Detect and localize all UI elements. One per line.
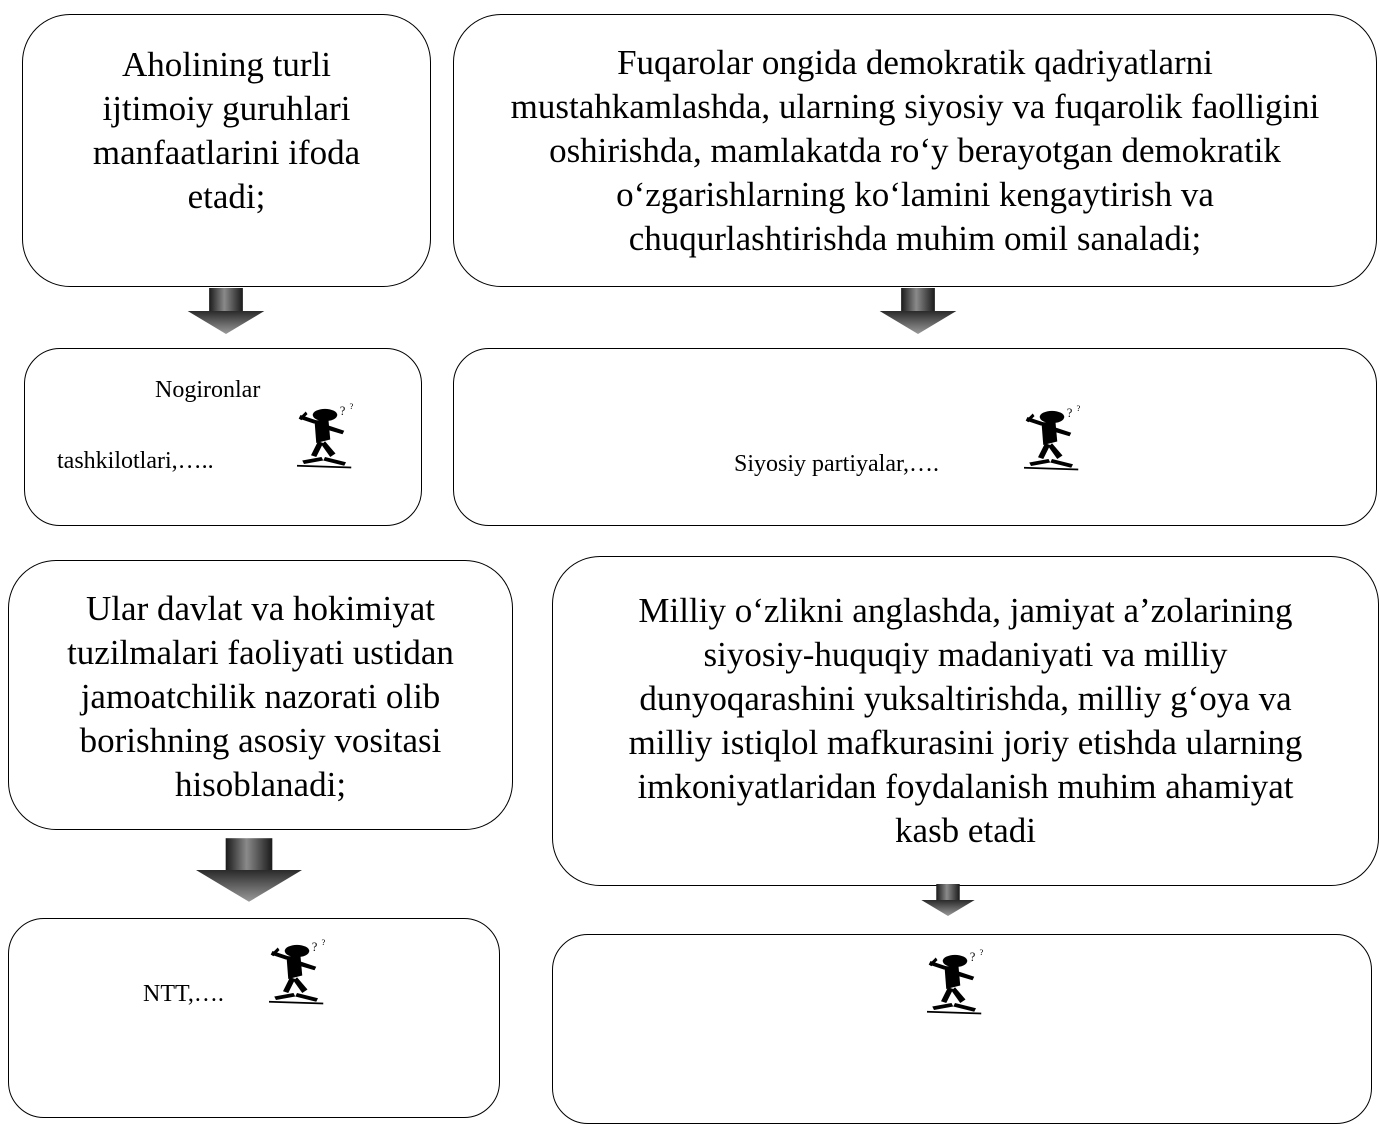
statement-line: ijtimoiy guruhlari [102,89,351,128]
statement-line: mustahkamlashda, ularning siyosiy va fuq… [510,87,1320,126]
down-arrow-icon [869,288,967,334]
statement-line: Milliy o‘zlikni anglashda, jamiyat a’zol… [638,591,1293,630]
statement-line: Fuqarolar ongida demokratik qadriyatlarn… [617,43,1213,82]
example-label: Siyosiy partiyalar,…. [734,451,940,477]
top-left-statement-box: Aholining turli ijtimoiy guruhlari manfa… [22,14,431,287]
thinking-man-icon [917,947,993,1017]
bottom-left-statement: Ular davlat va hokimiyat tuzilmalari fao… [9,587,512,807]
statement-line: kasb etadi [895,811,1036,850]
statement-line: Ular davlat va hokimiyat [86,589,435,628]
statement-line: jamoatchilik nazorati olib [80,677,441,716]
example-label-line1: Nogironlar [155,377,261,403]
statement-line: chuqurlashtirishda muhim omil sanaladi; [628,219,1202,258]
example-label-line2: tashkilotlari,….. [57,448,214,474]
statement-line: o‘zgarishlarning ko‘lamini kengaytirish … [616,175,1214,214]
statement-line: imkoniyatlaridan foydalanish muhim ahami… [637,767,1294,806]
top-right-example-box: Siyosiy partiyalar,…. [453,348,1377,526]
down-arrow-icon [196,830,302,910]
bottom-right-example-box [552,934,1372,1124]
statement-line: tuzilmalari faoliyati ustidan [67,633,454,672]
thinking-man-icon [287,401,363,471]
top-right-statement: Fuqarolar ongida demokratik qadriyatlarn… [454,41,1376,261]
thinking-man-icon [1014,403,1090,473]
top-left-example-box: Nogironlar tashkilotlari,….. [24,348,422,526]
top-right-statement-box: Fuqarolar ongida demokratik qadriyatlarn… [453,14,1377,287]
statement-line: etadi; [187,177,266,216]
bottom-left-statement-box: Ular davlat va hokimiyat tuzilmalari fao… [8,560,513,830]
statement-line: hisoblanadi; [174,765,347,804]
statement-line: oshirishda, mamlakatda ro‘y berayotgan d… [549,131,1281,170]
thinking-man-icon [259,937,335,1007]
bottom-right-statement-box: Milliy o‘zlikni anglashda, jamiyat a’zol… [552,556,1379,886]
statement-line: Aholining turli [121,45,332,84]
top-left-statement: Aholining turli ijtimoiy guruhlari manfa… [23,43,430,219]
statement-line: manfaatlarini ifoda [92,133,361,172]
down-arrow-icon [900,884,996,916]
bottom-left-example-box: NTT,…. [8,918,500,1118]
example-label: NTT,…. [143,981,224,1007]
statement-line: siyosiy-huquqiy madaniyati va milliy [703,635,1228,674]
statement-line: milliy istiqlol mafkurasini joriy etishd… [628,723,1303,762]
bottom-right-statement: Milliy o‘zlikni anglashda, jamiyat a’zol… [553,589,1378,853]
down-arrow-icon [180,288,272,334]
statement-line: borishning asosiy vositasi [79,721,442,760]
statement-line: dunyoqarashini yuksaltirishda, milliy g‘… [639,679,1292,718]
